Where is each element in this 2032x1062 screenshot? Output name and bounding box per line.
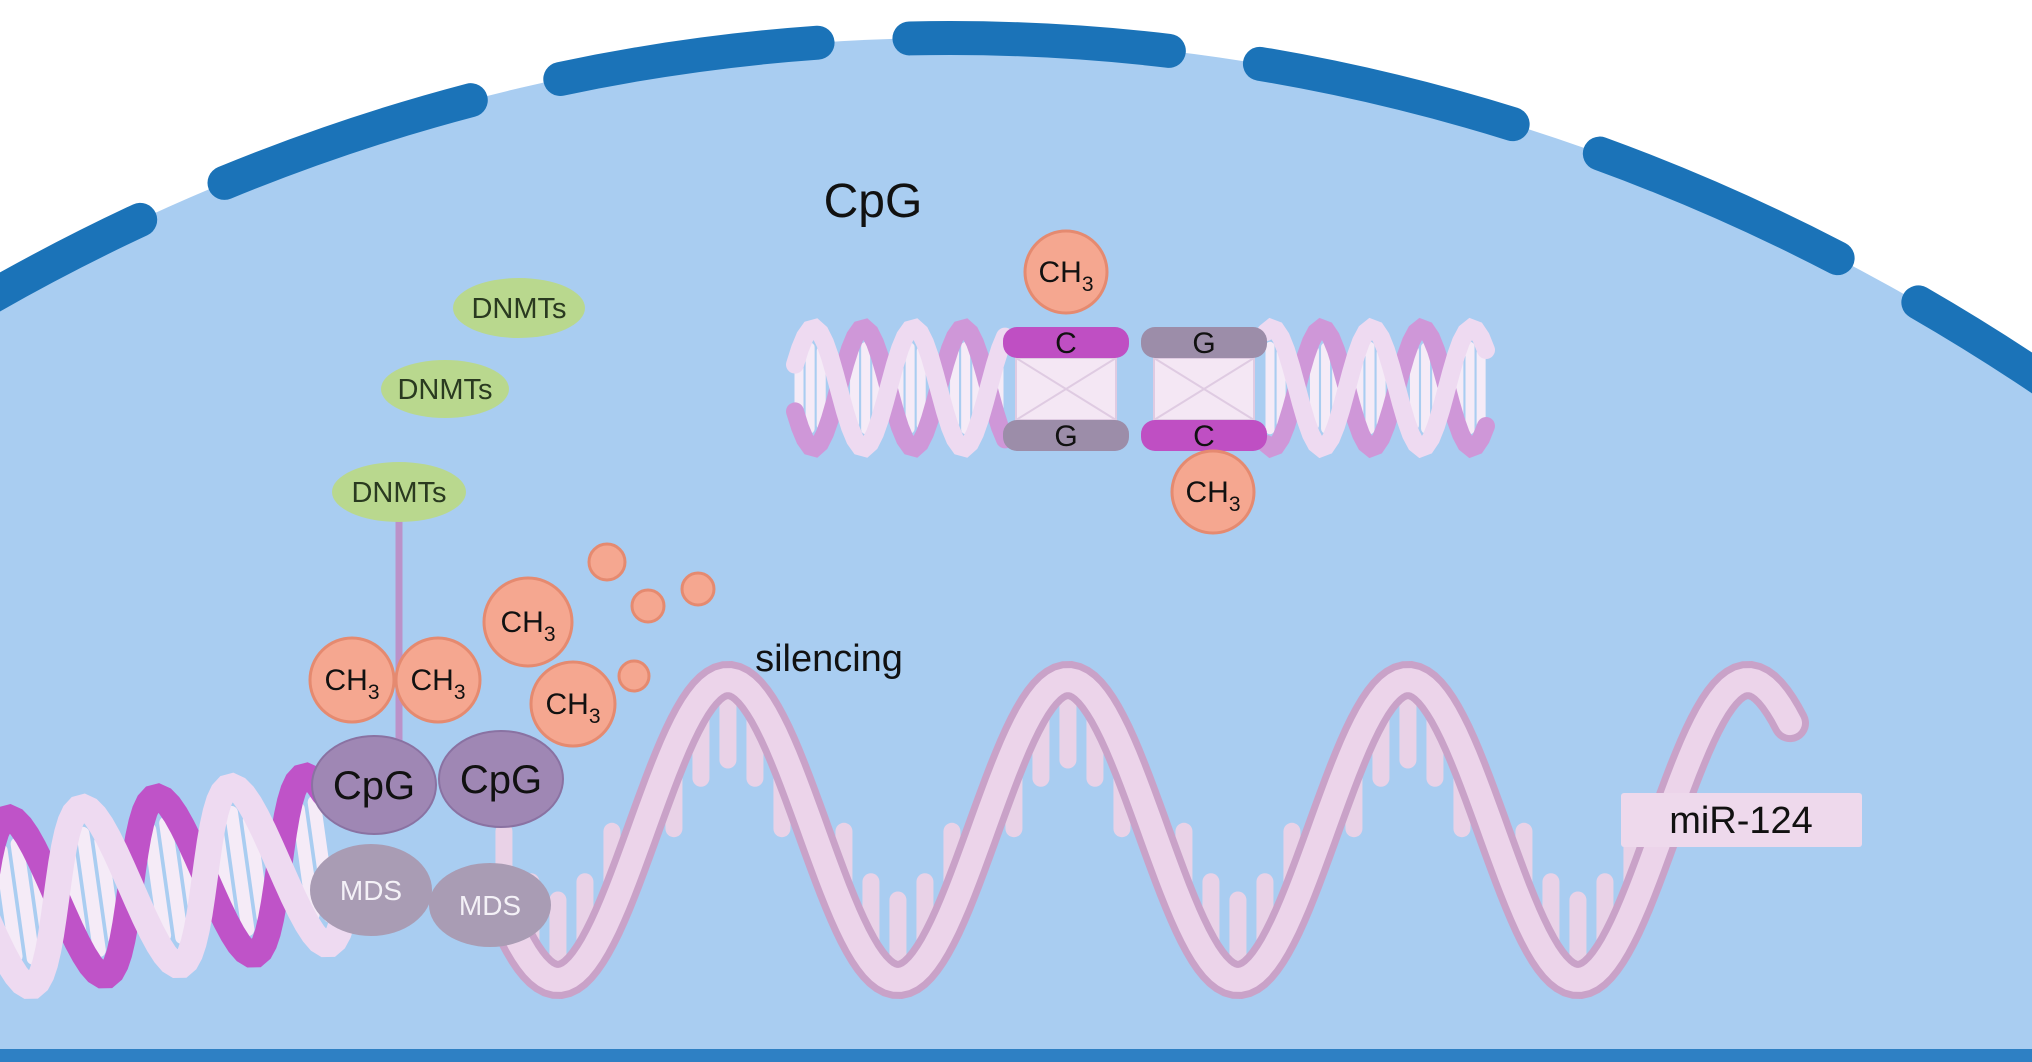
methyl-cluster: CH3 CH3 CH3 CH3 xyxy=(308,542,716,748)
cpg-island-oval xyxy=(438,730,564,828)
silencing-label: silencing xyxy=(755,638,903,680)
base-g-bar xyxy=(1003,420,1129,451)
mds-protein-label: MDS xyxy=(459,890,521,921)
cpg-base-pair-unit: C G G C CH3 CH3 xyxy=(1003,229,1267,535)
methyl-group-circle xyxy=(1170,449,1256,535)
cpg-title: CpG xyxy=(824,175,923,228)
mds-protein-label: MDS xyxy=(340,875,402,906)
methyl-group-label: CH3 xyxy=(1185,476,1240,516)
methyl-group-label: CH3 xyxy=(545,688,600,728)
base-c-label: C xyxy=(1055,327,1077,360)
methyl-group-circle xyxy=(482,576,574,668)
dnmt-enzymes: DNMTs DNMTs DNMTs xyxy=(332,278,585,522)
dnmt-enzyme-oval xyxy=(453,278,585,338)
methyl-group-circle xyxy=(1023,229,1109,315)
methyl-group-label: CH3 xyxy=(1038,256,1093,296)
mds-protein-oval xyxy=(429,863,551,947)
dnmt-enzyme-oval xyxy=(381,360,509,418)
cpg-island-label: CpG xyxy=(333,764,415,808)
dnmt-enzyme-oval xyxy=(332,462,466,522)
mds-protein-oval xyxy=(310,844,432,936)
methyl-dot xyxy=(680,571,716,607)
methyl-dot xyxy=(617,659,651,693)
cpg-island-oval xyxy=(311,735,437,835)
base-stack-left-fold xyxy=(1015,357,1117,421)
base-stack-right-fold xyxy=(1153,357,1255,421)
methyl-group-circle xyxy=(308,636,396,724)
methyl-group-circle xyxy=(529,660,617,748)
dna-helix-top-right xyxy=(1257,317,1495,459)
dnmt-enzyme-label: DNMTs xyxy=(397,374,492,406)
base-g-bar xyxy=(1141,327,1267,358)
methyl-group-label: CH3 xyxy=(324,664,379,704)
mir124-box xyxy=(1621,793,1862,847)
base-g-label: G xyxy=(1054,420,1077,453)
base-g-label: G xyxy=(1192,327,1215,360)
bottom-membrane-bar xyxy=(0,1049,2032,1062)
mrna-strand xyxy=(481,661,1809,999)
methyl-dot xyxy=(630,588,666,624)
dna-helix-left xyxy=(0,762,356,1010)
methyl-group-label: CH3 xyxy=(410,664,465,704)
mds-protein-cluster: MDS MDS xyxy=(310,844,551,947)
cpg-island-label: CpG xyxy=(460,758,542,802)
dna-helix-top-left xyxy=(786,318,1014,458)
dnmt-enzyme-label: DNMTs xyxy=(351,477,446,509)
methyl-group-circle xyxy=(394,636,482,724)
methyl-dot xyxy=(587,542,627,582)
nuclear-membrane-dashed xyxy=(0,21,2032,394)
dnmt-enzyme-label: DNMTs xyxy=(471,293,566,325)
cpg-island-cluster: CpG CpG xyxy=(311,730,564,835)
base-c-label: C xyxy=(1193,420,1215,453)
base-c-bar xyxy=(1141,420,1267,451)
base-c-bar xyxy=(1003,327,1129,358)
methyl-group-label: CH3 xyxy=(500,606,555,646)
mir124-label: miR-124 xyxy=(1669,800,1813,842)
mir124-tag: miR-124 xyxy=(1621,793,1862,847)
